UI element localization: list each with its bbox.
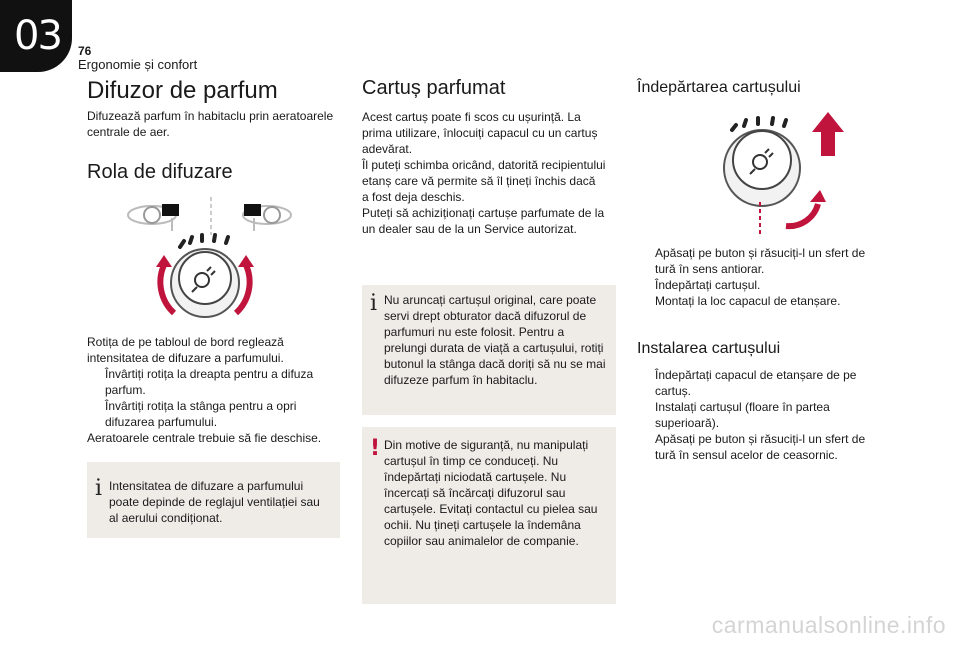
info-box-intensity: i Intensitatea de difuzare a parfumului …: [87, 462, 340, 538]
turn-arrow: [785, 203, 821, 230]
section-title-removal: Îndepărtarea cartușului: [637, 79, 801, 96]
pull-up-arrow: [812, 112, 844, 156]
list-item: Apăsați pe buton și răsuciți-l un sfert …: [655, 246, 866, 276]
cartridge-knob-icon: [723, 116, 801, 207]
chapter-number: 03: [14, 13, 63, 59]
section-title-install: Instalarea cartușului: [637, 340, 781, 357]
cartridge-removal-illustration: [722, 110, 872, 238]
chapter-title: Ergonomie și confort: [78, 57, 198, 72]
page-number: 76: [78, 44, 92, 58]
list-item: Îndepărtați cartușul.: [655, 278, 761, 292]
dial-description: Rotița de pe tabloul de bord reglează in…: [87, 334, 342, 446]
list-item: Montați la loc capacul de etanșare.: [655, 294, 841, 308]
warning-icon: !: [370, 436, 381, 461]
section-title-dial: Rola de difuzare: [87, 161, 233, 183]
intro-text: Difuzează parfum în habitaclu prin aerat…: [87, 109, 334, 139]
diffuser-dial-icon: [170, 233, 240, 318]
list-item: Apăsați pe buton și răsuciți-l un sfert …: [655, 432, 866, 462]
chapter-tab: 03: [0, 0, 72, 72]
section-title-cartridge: Cartuș parfumat: [362, 77, 506, 99]
warning-box-safety: ! Din motive de siguranță, nu manipulați…: [362, 427, 616, 604]
info-icon: i: [95, 476, 103, 501]
rotate-right-arrow: [233, 263, 253, 316]
watermark: carmanualsonline.info: [711, 612, 946, 638]
list-item: Învârtiți rotița la dreapta pentru a dif…: [105, 367, 314, 397]
removal-steps: Apăsați pe buton și răsuciți-l un sfert …: [637, 245, 877, 309]
info-box-original-cartridge: i Nu aruncați cartușul original, care po…: [362, 285, 616, 415]
list-item: Învârtiți rotița la stânga pentru a opri…: [105, 399, 297, 429]
page-title: Difuzor de parfum: [87, 77, 278, 104]
dashboard-right-icon: [242, 204, 292, 231]
cartridge-description: Acest cartuș poate fi scos cu ușurință. …: [362, 110, 606, 236]
info-icon: i: [370, 291, 378, 316]
dial-illustration: [122, 195, 297, 320]
rotate-left-arrow: [157, 263, 177, 316]
dashboard-left-icon: [127, 204, 179, 231]
